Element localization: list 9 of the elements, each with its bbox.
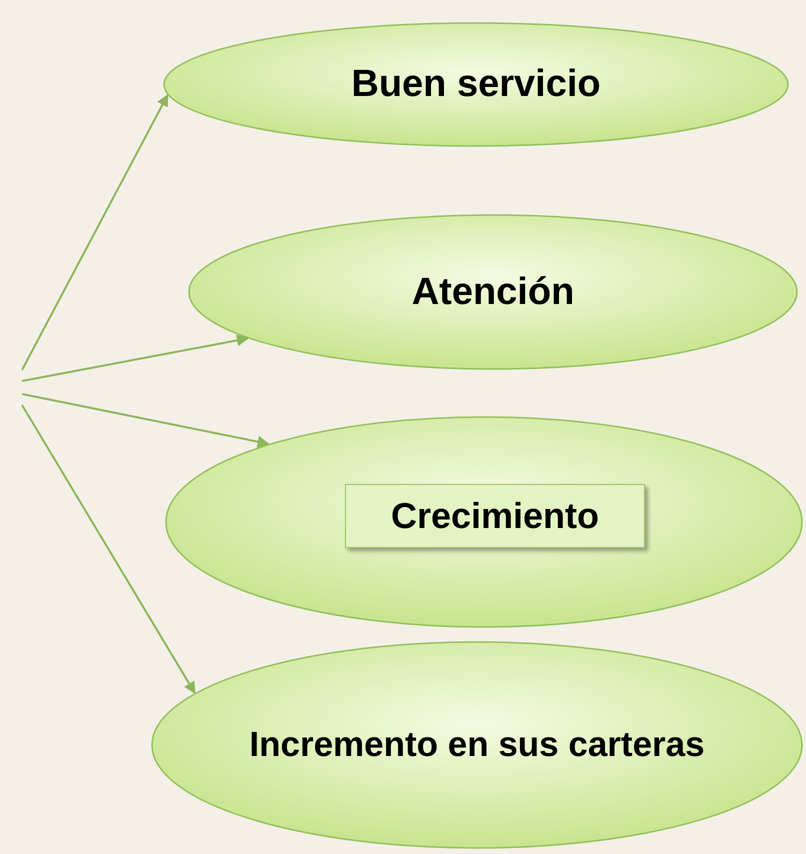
node-label: Buen servicio (351, 63, 601, 106)
node-label: Atención (412, 270, 574, 314)
text-box (345, 484, 645, 548)
arrow (21, 404, 196, 694)
node-label: Incremento en sus carteras (249, 725, 705, 765)
node-label: Crecimiento (390, 495, 600, 537)
arrow (22, 393, 270, 448)
arrow (21, 94, 168, 370)
arrow (22, 334, 249, 382)
